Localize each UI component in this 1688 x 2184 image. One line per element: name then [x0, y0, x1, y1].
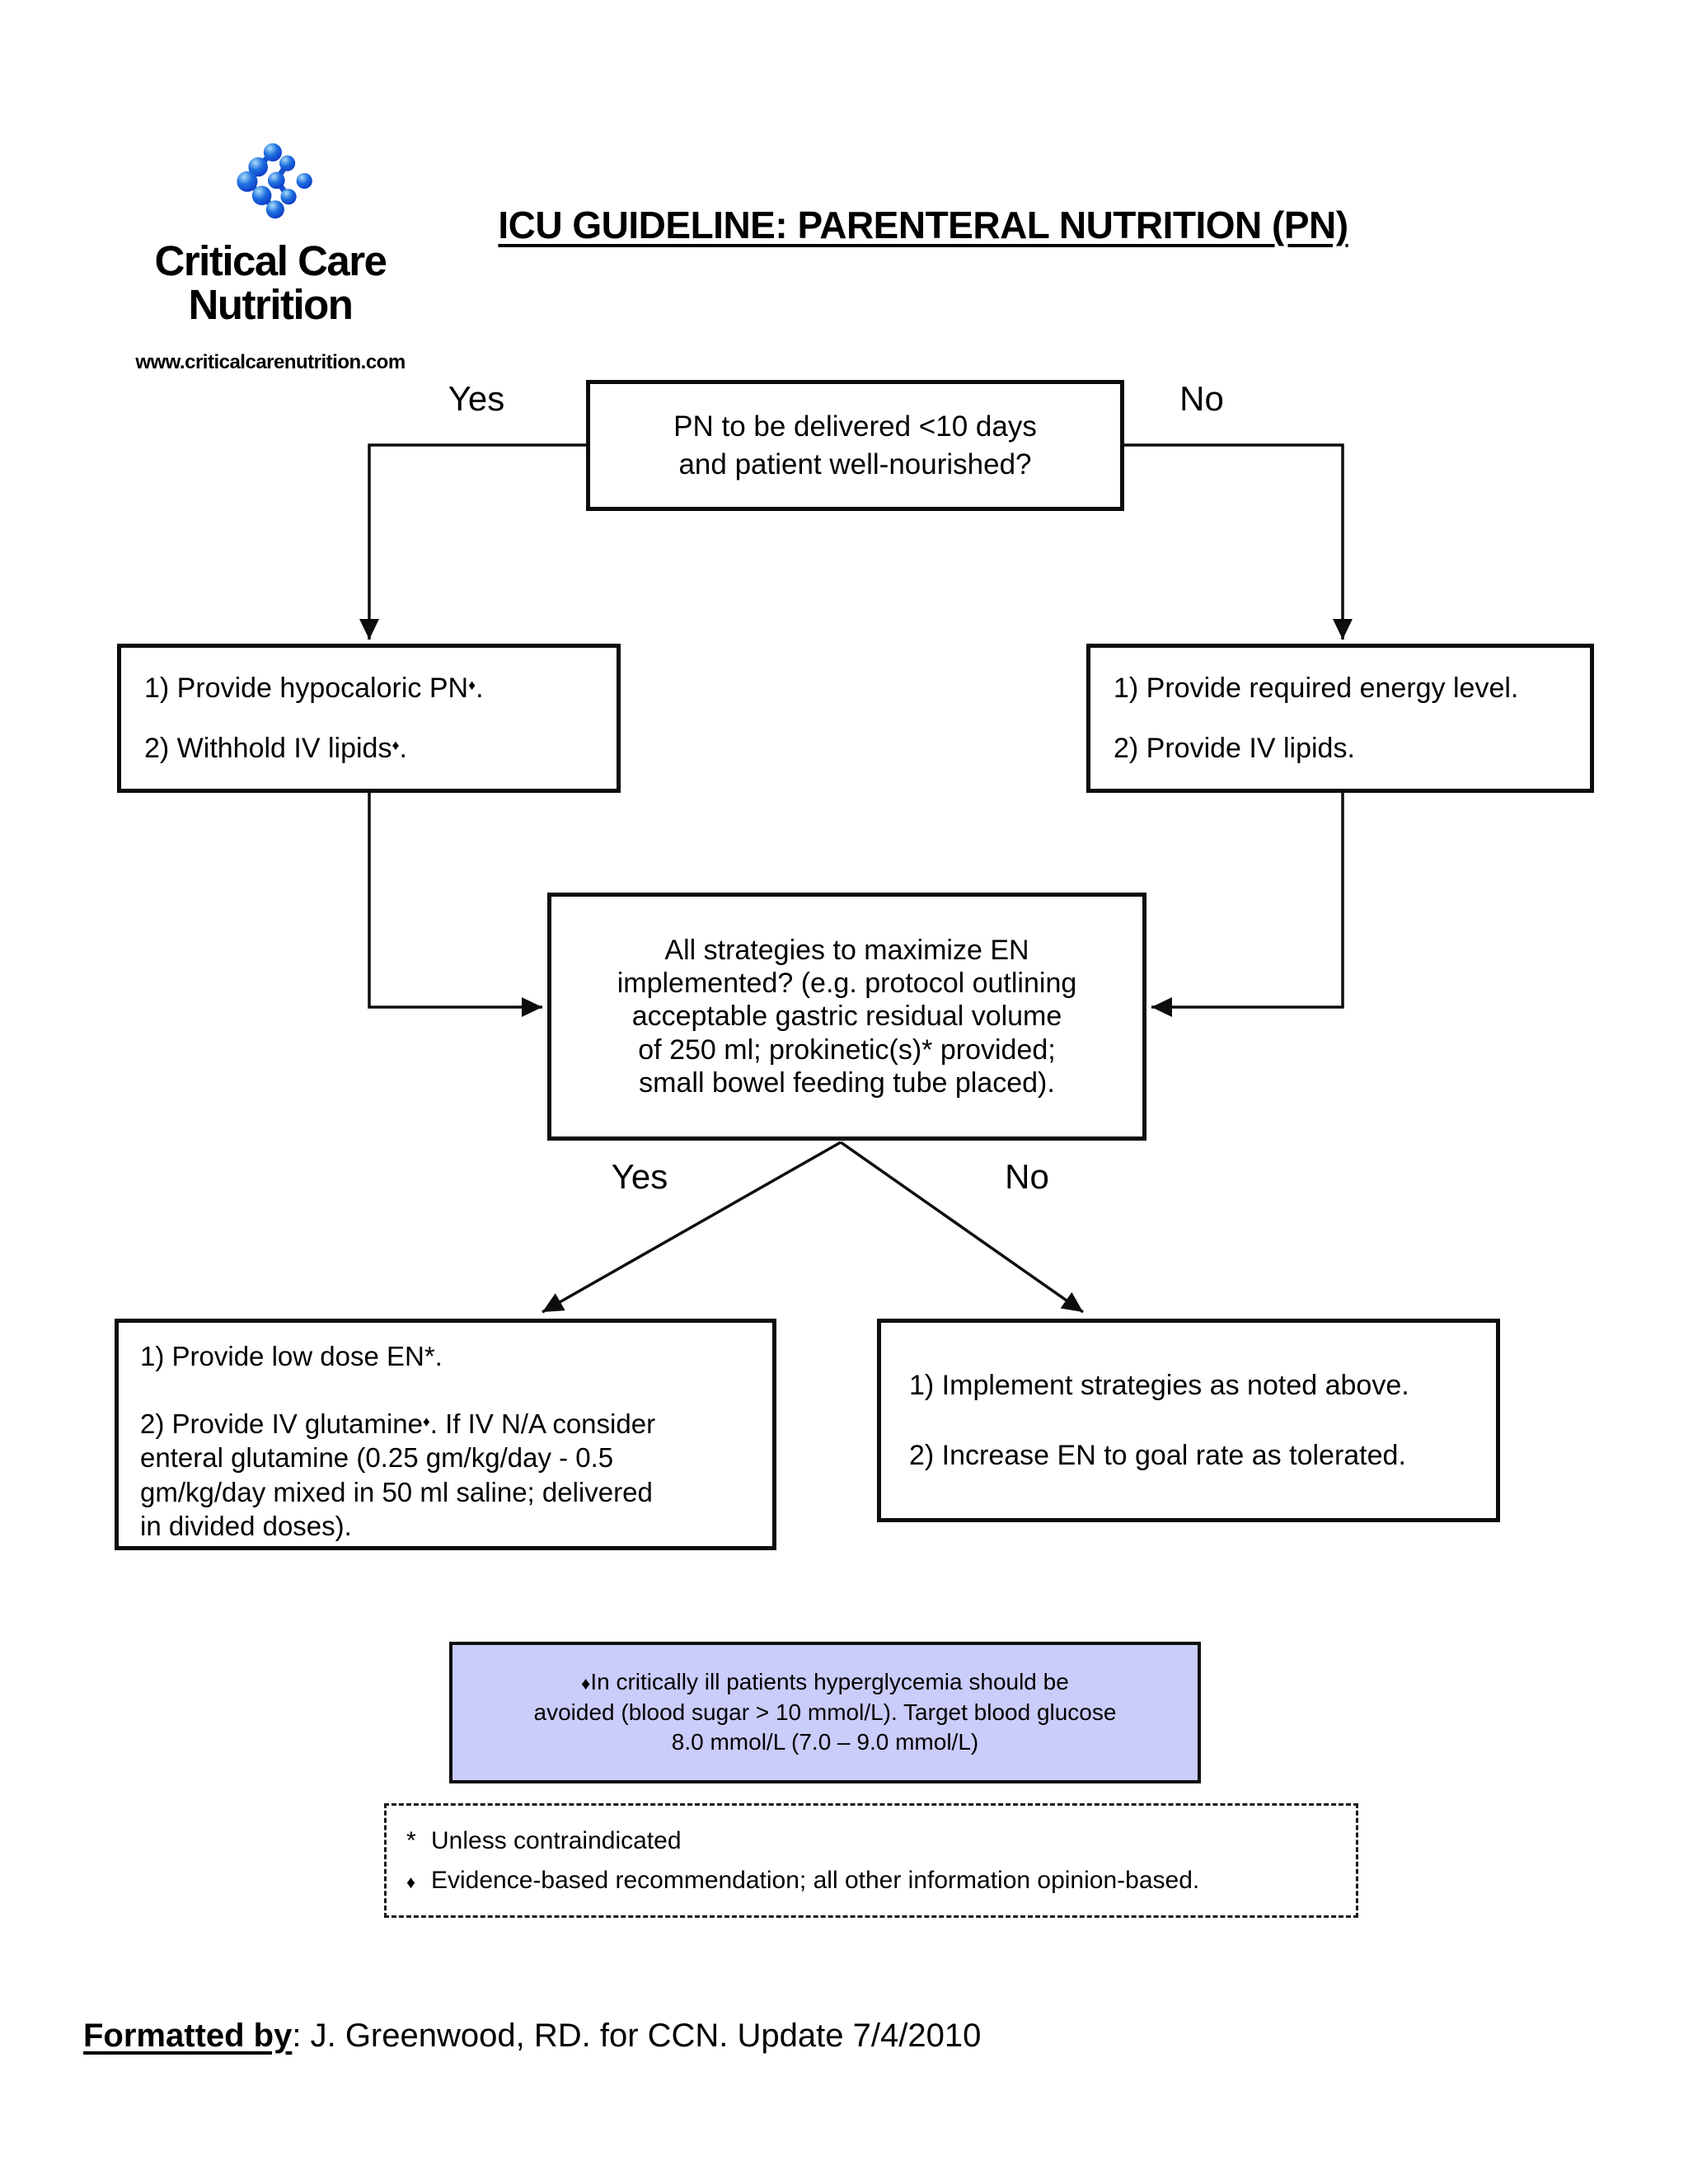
note-line2: avoided (blood sugar > 10 mmol/L). Targe…	[533, 1699, 1117, 1725]
enbox-item1: 1) Provide low dose EN*.	[140, 1341, 443, 1371]
arrow-nobox-to-decision2	[1151, 791, 1344, 1017]
nobox-item1: 1) Provide required energy level.	[1114, 673, 1519, 704]
asterisk-icon: *	[406, 1826, 416, 1854]
diamond-icon: ♦	[423, 1413, 430, 1429]
decision-box-pn-duration: PN to be delivered <10 days and patient …	[586, 380, 1124, 511]
action-box-implement-strategies: 1) Implement strategies as noted above. …	[877, 1319, 1500, 1522]
enbox-item2-line1: 2) Provide IV glutamine♦. If IV N/A cons…	[140, 1408, 656, 1439]
logo-url: www.criticalcarenutrition.com	[135, 351, 406, 373]
footer-text: : J. Greenwood, RD. for CCN. Update 7/4/…	[292, 2018, 982, 2054]
diamond-icon: ♦	[581, 1673, 591, 1694]
diamond-icon: ♦	[468, 677, 476, 694]
diamond-icon: ♦	[406, 1871, 416, 1892]
decision2-line5: small bowel feeding tube placed).	[639, 1066, 1055, 1099]
decision1-line2: and patient well-nourished?	[678, 448, 1032, 480]
yesbox-item2: 2) Withhold IV lipids♦.	[144, 732, 407, 764]
stratbox-item2: 2) Increase EN to goal rate as tolerated…	[909, 1439, 1406, 1471]
label-no-top: No	[1179, 379, 1224, 418]
action-box-low-dose-en: 1) Provide low dose EN*. 2) Provide IV g…	[115, 1319, 776, 1550]
legend-item-diamond: ♦Evidence-based recommendation; all othe…	[406, 1866, 1200, 1894]
page-title: ICU GUIDELINE: PARENTERAL NUTRITION (PN)	[498, 204, 1348, 246]
arrow-decision1-no	[1124, 443, 1353, 640]
legend-item-asterisk: *Unless contraindicated	[406, 1826, 682, 1854]
decision2-line1: All strategies to maximize EN	[664, 935, 1029, 967]
footer-label: Formatted by	[83, 2018, 293, 2054]
ccn-logo-icon	[237, 143, 312, 219]
arrow-yesbox-to-decision2	[368, 791, 542, 1017]
enbox-item2-line3: gm/kg/day mixed in 50 ml saline; deliver…	[140, 1476, 653, 1507]
label-no-bottom: No	[1005, 1157, 1049, 1196]
decision2-line2: implemented? (e.g. protocol outlining	[617, 968, 1077, 1000]
decision2-line3: acceptable gastric residual volume	[631, 1001, 1062, 1033]
note-line3: 8.0 mmol/L (7.0 – 9.0 mmol/L)	[671, 1729, 979, 1755]
nobox-item2: 2) Provide IV lipids.	[1114, 732, 1355, 764]
logo-name-line2: Nutrition	[188, 281, 354, 329]
label-yes-bottom: Yes	[611, 1157, 668, 1196]
enbox-item2-line2: enteral glutamine (0.25 gm/kg/day - 0.5	[140, 1442, 614, 1474]
decision-box-en-strategies: All strategies to maximize EN implemente…	[547, 893, 1146, 1141]
logo-name-line1: Critical Care	[154, 237, 387, 284]
enbox-item2: 2) Provide IV glutamine♦. If IV N/A cons…	[140, 1407, 751, 1544]
action-box-hypocaloric-pn: 1) Provide hypocaloric PN♦. 2) Withhold …	[117, 644, 621, 793]
legend-box: *Unless contraindicated ♦Evidence-based …	[384, 1803, 1358, 1918]
action-box-required-energy: 1) Provide required energy level. 2) Pro…	[1086, 644, 1594, 793]
footer-credit: Formatted by: J. Greenwood, RD. for CCN.…	[83, 2018, 981, 2055]
enbox-item2-line4: in divided doses).	[140, 1511, 352, 1542]
note-box-hyperglycemia: ♦In critically ill patients hyperglycemi…	[449, 1642, 1201, 1783]
decision1-line1: PN to be delivered <10 days	[673, 410, 1037, 443]
arrow-decision1-yes	[359, 443, 586, 640]
logo-wordmark: Critical Care Nutrition	[115, 239, 425, 326]
label-yes-top: Yes	[448, 379, 505, 418]
yesbox-item1: 1) Provide hypocaloric PN♦.	[144, 673, 484, 704]
stratbox-item1: 1) Implement strategies as noted above.	[909, 1370, 1409, 1401]
diamond-icon: ♦	[392, 736, 400, 753]
decision2-line4: of 250 ml; prokinetic(s)* provided;	[638, 1033, 1056, 1066]
note-line1: ♦In critically ill patients hyperglycemi…	[581, 1669, 1069, 1695]
